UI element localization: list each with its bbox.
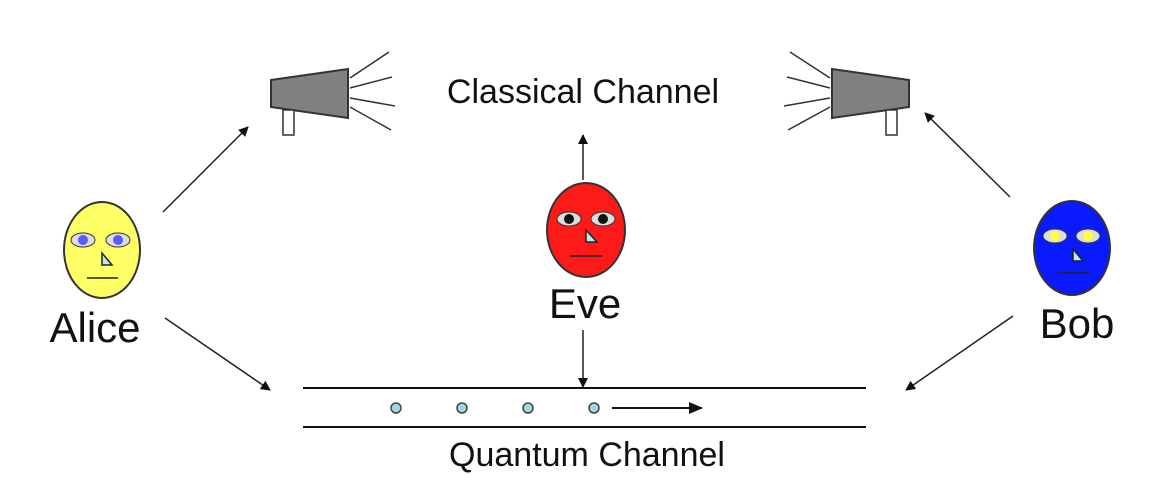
photon-icon: [456, 402, 468, 414]
alice-label: Alice: [49, 304, 140, 351]
alice-to-quantum-arrow: [164, 317, 271, 391]
photon-icon: [588, 402, 600, 414]
photon-group: [390, 402, 600, 414]
left-megaphone-icon: [270, 51, 396, 136]
classical-channel-label: Classical Channel: [447, 73, 719, 111]
bob-to-quantum-arrow: [905, 315, 1014, 391]
bob-face-icon: [1033, 200, 1111, 296]
eve-label: Eve: [549, 280, 621, 327]
alice-face-icon: [63, 201, 141, 299]
eve-face-icon: [546, 182, 626, 278]
right-megaphone-icon: [783, 51, 910, 136]
quantum-channel-label: Quantum Channel: [449, 436, 725, 474]
photon-icon: [522, 402, 534, 414]
bob-label: Bob: [1040, 300, 1115, 347]
bob-to-classical-arrow: [924, 112, 1011, 198]
alice-to-classical-arrow: [162, 126, 249, 213]
photon-icon: [390, 402, 402, 414]
